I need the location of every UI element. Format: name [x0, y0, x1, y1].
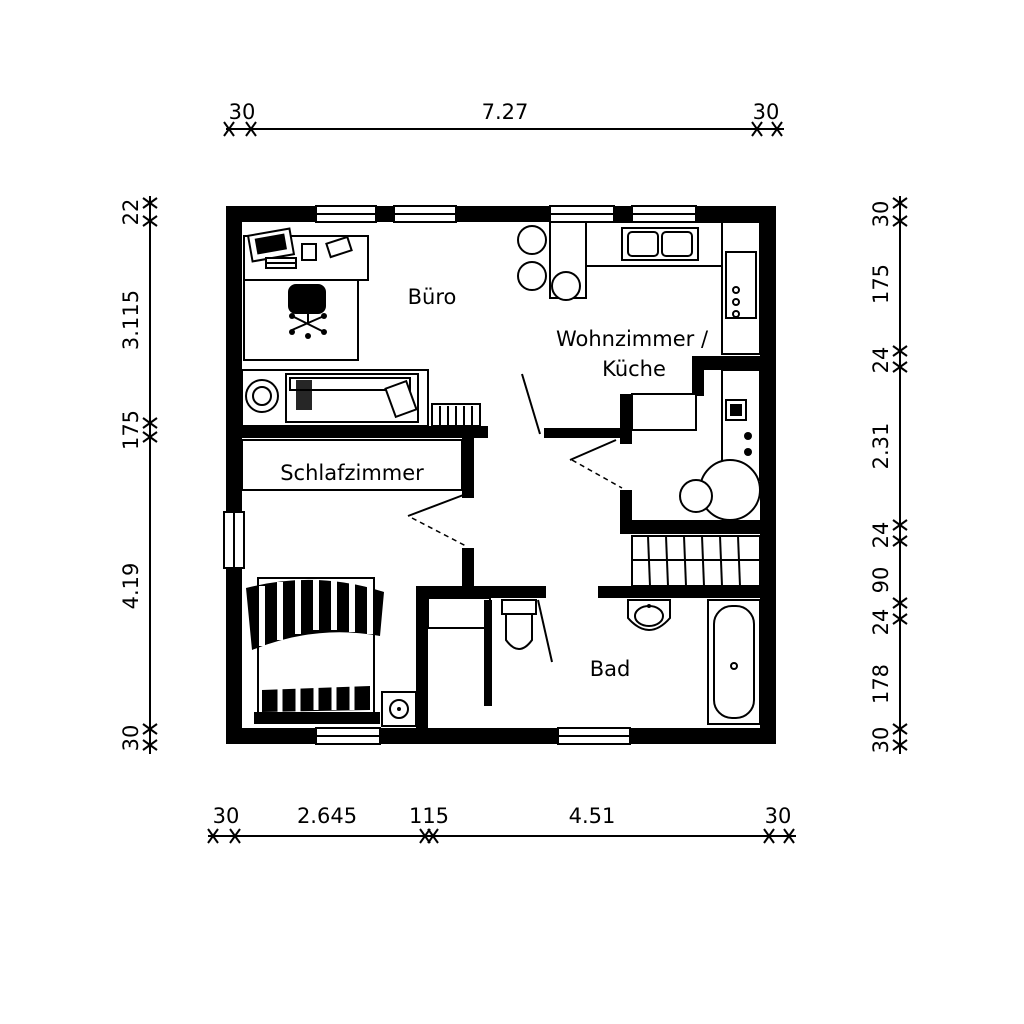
- dimension-top: 30 7.27 30: [223, 100, 784, 137]
- dim-left-3: 175: [119, 410, 143, 450]
- nightstand-icon: [381, 691, 417, 727]
- dim-top-left: 30: [229, 100, 256, 124]
- sofa-icon: [241, 369, 429, 427]
- dim-right-3: 24: [869, 347, 893, 374]
- dim-left-5: 30: [119, 725, 143, 752]
- dim-right-7: 24: [869, 609, 893, 636]
- dim-bottom-5: 30: [765, 804, 792, 828]
- window-bottom-1: [315, 727, 381, 745]
- toilet-icon: [501, 599, 537, 650]
- dim-right-1: 30: [869, 201, 893, 228]
- dim-top-right: 30: [753, 100, 780, 124]
- stairs-icon: [631, 535, 761, 587]
- shower-icon: [427, 597, 492, 706]
- dim-bottom-3: 115: [409, 804, 449, 828]
- dim-bottom-4: 4.51: [569, 804, 616, 828]
- dim-right-4: 2.31: [869, 423, 893, 470]
- room-label-bad: Bad: [590, 657, 631, 681]
- door-kitchen: [569, 439, 623, 489]
- office-furniture: [241, 227, 481, 427]
- door-bedroom: [407, 493, 467, 547]
- dim-bottom-2: 2.645: [297, 804, 357, 828]
- door-living: [521, 373, 541, 435]
- bar-stool-icon: [517, 225, 581, 301]
- armchair-icon: [245, 379, 279, 413]
- bathtub-icon: [707, 599, 761, 725]
- kitchen-furniture: [517, 221, 761, 587]
- dining-table-icon: [679, 459, 761, 521]
- room-label-wohnzimmer: Wohnzimmer /: [556, 327, 709, 351]
- window-top-3: [549, 205, 615, 223]
- dim-right-6: 90: [869, 567, 893, 594]
- dim-right-9: 30: [869, 727, 893, 754]
- window-top-4: [631, 205, 697, 223]
- room-label-buero: Büro: [408, 285, 457, 309]
- room-label-kueche: Küche: [602, 357, 666, 381]
- computer-icon: [246, 227, 297, 269]
- door-bath: [537, 599, 553, 663]
- windows: [223, 205, 697, 745]
- bathroom-furniture: [427, 597, 761, 725]
- dim-left-1: 22: [119, 199, 143, 226]
- dim-right-8: 178: [869, 664, 893, 704]
- sink-icon: [621, 227, 699, 261]
- washbasin-icon: [627, 599, 671, 631]
- dimension-left: 22 3.115 175 4.19 30: [119, 196, 158, 754]
- dim-bottom-1: 30: [213, 804, 240, 828]
- bed-icon: [246, 577, 384, 724]
- stove-icon: [725, 251, 757, 319]
- room-label-schlafzimmer: Schlafzimmer: [280, 461, 424, 485]
- kitchen-lower-counter: [631, 393, 697, 431]
- dimension-bottom: 30 2.645 115 4.51 30: [207, 804, 796, 844]
- wardrobe: [241, 439, 463, 491]
- radiator-icon: [431, 403, 481, 427]
- dim-top-main: 7.27: [482, 100, 529, 124]
- window-bottom-2: [557, 727, 631, 745]
- office-chair-icon: [288, 284, 327, 339]
- rug: [243, 279, 359, 361]
- dim-left-4: 4.19: [119, 563, 143, 610]
- dim-right-5: 24: [869, 522, 893, 549]
- dimension-right: 30 175 24 2.31 24 90 24 178 30: [869, 196, 908, 754]
- dim-left-2: 3.115: [119, 290, 143, 350]
- kitchen-side-counter: [721, 221, 761, 355]
- bedroom-furniture: [241, 439, 463, 727]
- window-top-1: [315, 205, 377, 223]
- window-left: [223, 511, 245, 569]
- window-top-2: [393, 205, 457, 223]
- dim-right-2: 175: [869, 264, 893, 304]
- doors: [407, 373, 623, 663]
